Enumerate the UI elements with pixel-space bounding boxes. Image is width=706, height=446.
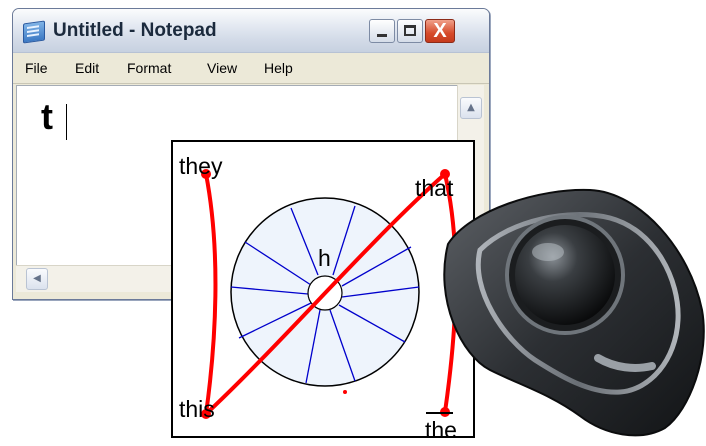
- gesture-canvas: they that this the h: [173, 142, 473, 436]
- menu-file[interactable]: File: [25, 60, 48, 76]
- gesture-panel[interactable]: they that this the h: [171, 140, 475, 438]
- scroll-left-button[interactable]: ◀: [26, 268, 48, 290]
- minimize-icon: [377, 34, 387, 37]
- maximize-button[interactable]: [397, 19, 423, 43]
- menu-edit[interactable]: Edit: [75, 60, 99, 76]
- editor-text: t: [41, 96, 53, 138]
- center-letter: h: [318, 245, 331, 271]
- menu-format[interactable]: Format: [127, 60, 171, 76]
- maximize-icon: [404, 25, 416, 36]
- menu-help[interactable]: Help: [264, 60, 293, 76]
- menu-bar: File Edit Format View Help: [13, 53, 489, 84]
- menu-view[interactable]: View: [207, 60, 237, 76]
- minimize-button[interactable]: [369, 19, 395, 43]
- word-they[interactable]: they: [179, 153, 223, 179]
- scroll-up-button[interactable]: ▲: [460, 97, 482, 119]
- close-icon: X: [426, 20, 454, 42]
- word-this[interactable]: this: [179, 396, 215, 422]
- notepad-icon: [23, 20, 45, 43]
- window-title: Untitled - Notepad: [53, 20, 217, 42]
- title-bar[interactable]: Untitled - Notepad X: [13, 9, 489, 53]
- trackball-icon: [440, 180, 706, 446]
- text-caret: [66, 104, 67, 140]
- close-button[interactable]: X: [425, 19, 455, 43]
